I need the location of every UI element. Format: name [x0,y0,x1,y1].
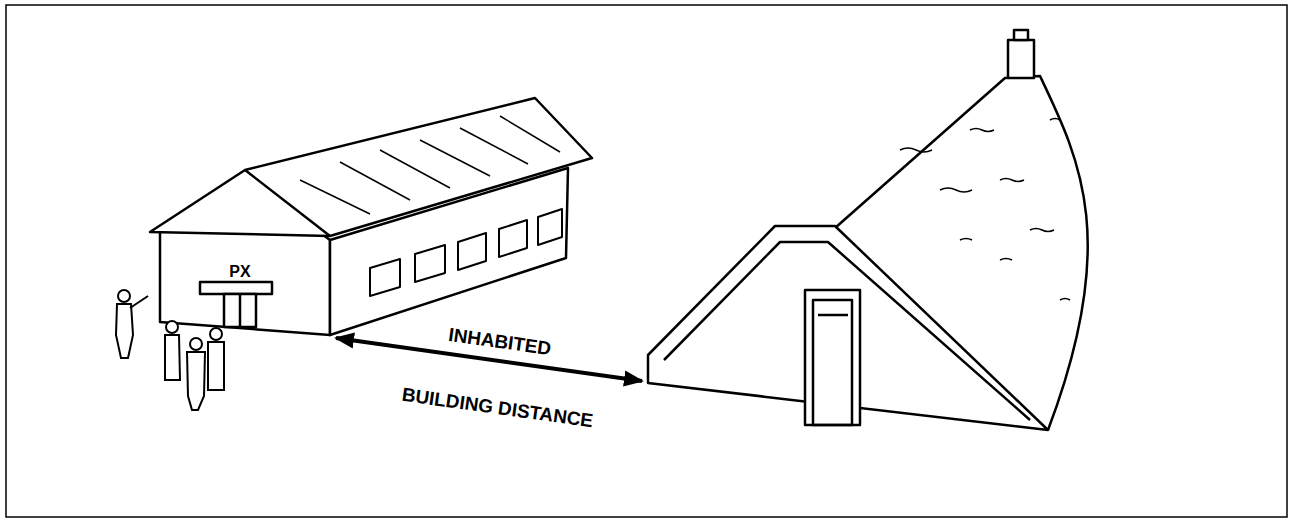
distance-label: BUILDING DISTANCE [400,384,594,431]
building-sign: PX [229,263,250,281]
px-building [150,98,592,335]
igloo-magazine [648,30,1088,430]
frame [6,5,1287,517]
people [116,290,224,410]
